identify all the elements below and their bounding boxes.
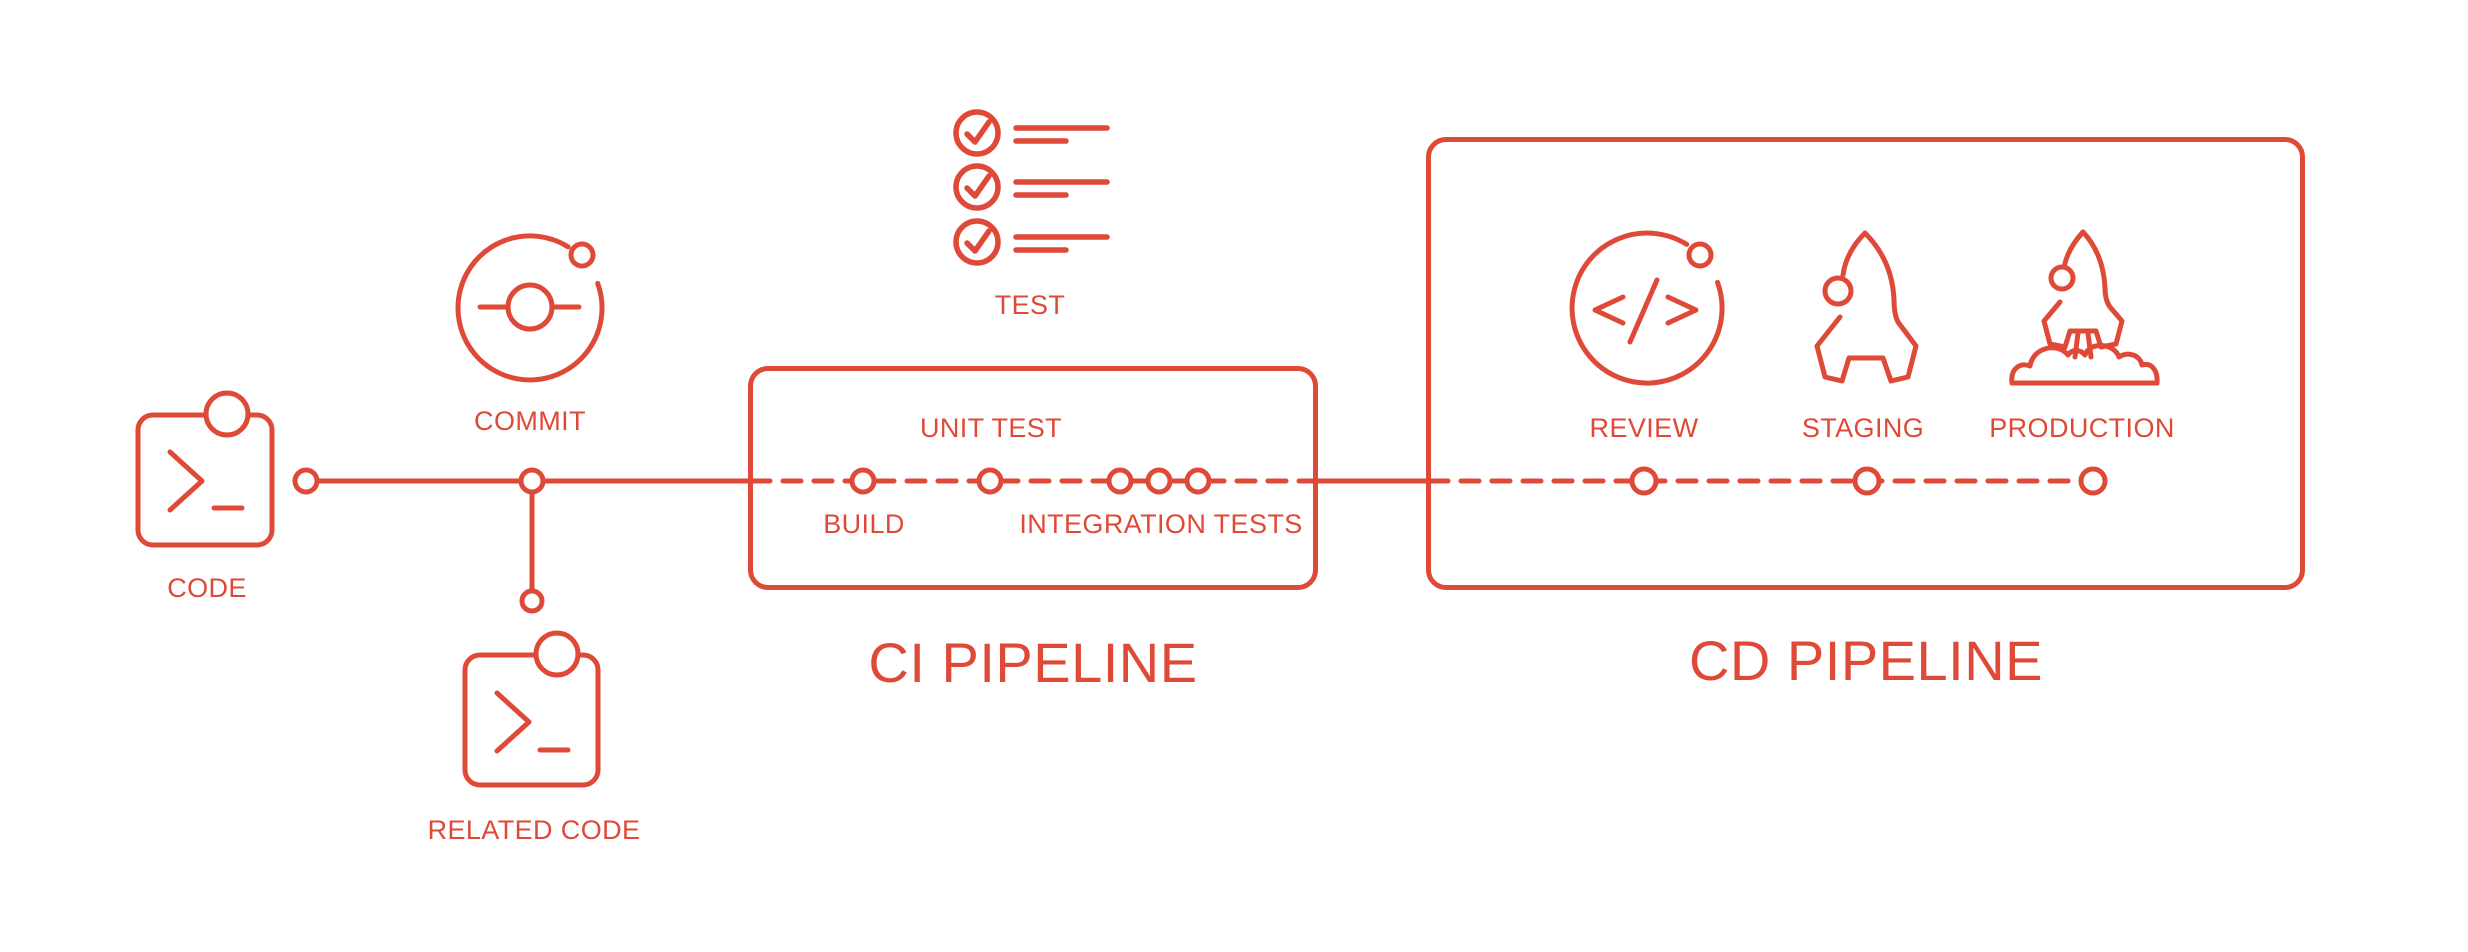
checklist-icon bbox=[953, 109, 1110, 266]
main-flow-line bbox=[314, 478, 2093, 614]
cd-pipeline-box bbox=[1426, 137, 2305, 590]
checklist-row-1 bbox=[953, 109, 1110, 157]
pipeline-node-unit-test bbox=[976, 467, 1004, 495]
pipeline-node-integration-3 bbox=[1184, 467, 1212, 495]
label-build: BUILD bbox=[823, 509, 905, 539]
checklist-row-2 bbox=[953, 163, 1110, 211]
pipeline-nodes bbox=[292, 466, 2108, 496]
ci-pipeline-box bbox=[748, 366, 1318, 590]
branch-end-node bbox=[519, 588, 545, 614]
rocket-launch-icon bbox=[2009, 229, 2160, 386]
pipeline-node-integration-1 bbox=[1106, 467, 1134, 495]
label-test: TEST bbox=[994, 290, 1066, 320]
pipeline-node-staging bbox=[1852, 466, 1882, 496]
label-staging: STAGING bbox=[1801, 413, 1925, 443]
code-review-icon bbox=[1569, 230, 1725, 386]
pipeline-node-production-end bbox=[2078, 466, 2108, 496]
label-review: REVIEW bbox=[1589, 413, 1699, 443]
label-unit-test: UNIT TEST bbox=[919, 413, 1063, 443]
pipeline-node-start bbox=[292, 467, 320, 495]
cd-pipeline-title: CD PIPELINE bbox=[1688, 629, 2044, 692]
checklist-row-3 bbox=[953, 218, 1110, 266]
label-integration-tests: INTEGRATION TESTS bbox=[1019, 509, 1303, 539]
pipeline-node-build bbox=[849, 467, 877, 495]
label-commit: COMMIT bbox=[474, 406, 586, 436]
ci-pipeline-title: CI PIPELINE bbox=[868, 631, 1198, 694]
pipeline-node-review bbox=[1629, 466, 1659, 496]
pipeline-node-commit bbox=[518, 467, 546, 495]
label-production: PRODUCTION bbox=[1989, 413, 2175, 443]
pipeline-node-integration-2 bbox=[1145, 467, 1173, 495]
related-terminal-code-icon bbox=[462, 630, 601, 788]
terminal-code-icon bbox=[135, 390, 275, 548]
git-commit-icon bbox=[455, 233, 605, 383]
label-related-code: RELATED CODE bbox=[427, 815, 641, 845]
rocket-icon bbox=[1814, 230, 1919, 384]
label-code: CODE bbox=[167, 573, 247, 603]
